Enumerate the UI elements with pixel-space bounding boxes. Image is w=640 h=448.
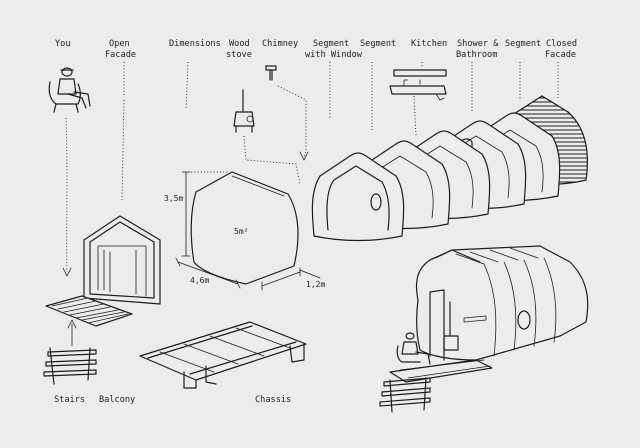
- open-facade-frame: [83, 215, 161, 305]
- label-shower-1: Shower &: [457, 39, 499, 49]
- label-stairs: Stairs: [54, 395, 85, 405]
- balcony-deck: [45, 295, 133, 327]
- label-width: 4,6m: [190, 276, 209, 285]
- label-shower-2: Bathroom: [456, 50, 497, 60]
- dimension-segment: 5m²: [190, 171, 299, 285]
- label-open-facade-1: Open: [109, 39, 130, 49]
- dimension-height-line: [181, 171, 191, 257]
- segment-with-window: [311, 152, 405, 242]
- label-dimensions: Dimensions: [169, 39, 221, 49]
- guide-path-dimensions: [185, 61, 189, 111]
- top-labels: You Open Facade Dimensions Wood stove Ch…: [55, 39, 577, 60]
- label-area: 5m²: [234, 227, 248, 236]
- house-deck: [379, 359, 493, 413]
- stairs: [43, 347, 97, 385]
- arrow-balcony: [67, 319, 77, 347]
- label-you: You: [55, 39, 71, 49]
- label-open-facade-2: Facade: [105, 50, 136, 60]
- guide-path-chimney: [277, 85, 307, 159]
- label-chassis: Chassis: [255, 395, 291, 405]
- person-in-house-icon: [396, 332, 431, 365]
- label-wood-stove-2: stove: [226, 50, 252, 60]
- label-kitchen: Kitchen: [411, 39, 447, 49]
- label-balcony: Balcony: [99, 395, 135, 405]
- dimension-width-line: [175, 257, 241, 289]
- dimension-depth-line: [261, 267, 301, 291]
- label-height: 3,5m: [164, 194, 183, 203]
- label-segment-2: Segment: [505, 39, 541, 49]
- chimney-icon: [265, 65, 277, 81]
- label-wood-stove-1: Wood: [229, 39, 250, 49]
- label-closed-facade-1: Closed: [546, 39, 577, 49]
- label-segment-window-1: Segment: [313, 39, 349, 49]
- guide-path-you: [65, 117, 68, 273]
- person-in-chair-icon: [48, 67, 91, 113]
- label-depth: 1,2m: [306, 280, 325, 289]
- label-chimney: Chimney: [262, 39, 298, 49]
- kitchen-parts: [389, 69, 447, 101]
- guide-path-open-facade: [121, 62, 125, 201]
- guide-path-wood-stove: [243, 135, 301, 185]
- label-closed-facade-2: Facade: [545, 50, 576, 60]
- assembled-house: [415, 245, 589, 361]
- label-segment-window-2: with Window: [305, 50, 363, 60]
- wood-stove-icon: [233, 89, 255, 133]
- segment-row: [311, 95, 589, 242]
- chassis-frame: [139, 321, 307, 389]
- arrow-you: [62, 267, 72, 277]
- label-segment: Segment: [360, 39, 396, 49]
